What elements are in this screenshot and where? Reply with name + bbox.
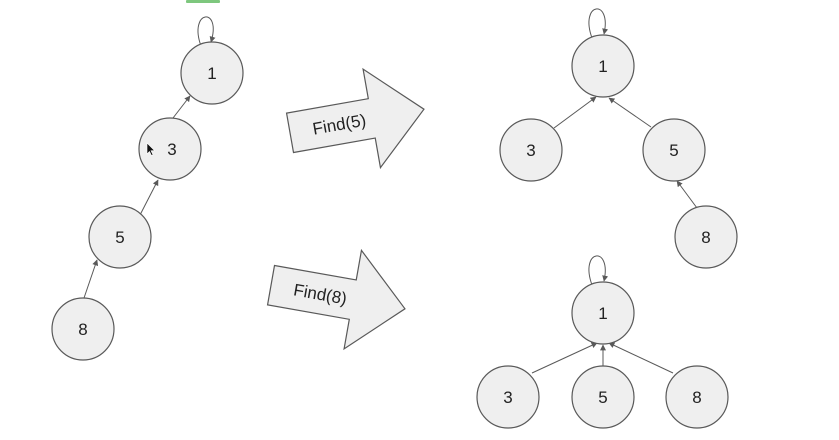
node-1: 1 — [180, 41, 244, 105]
node-label: 8 — [78, 320, 87, 339]
node-label: 1 — [207, 64, 216, 83]
node-label: 8 — [701, 228, 710, 247]
edge-8-to-5 — [83, 259, 99, 299]
node-3: 3 — [499, 118, 563, 182]
node-label: 5 — [669, 141, 678, 160]
edge-5-to-3 — [139, 179, 159, 216]
node-3: 3 — [476, 365, 540, 429]
node-5: 5 — [642, 118, 706, 182]
result-tree-find-8: 1 3 5 8 — [476, 255, 729, 429]
self-loop-edge — [588, 255, 609, 286]
self-loop-edge — [197, 16, 216, 47]
edge-8-to-5 — [676, 180, 698, 209]
node-label: 8 — [692, 388, 701, 407]
top-accent-tab — [186, 0, 220, 3]
left-tree: 1 3 5 8 — [51, 16, 244, 361]
node-8: 8 — [674, 205, 738, 269]
mouse-cursor-icon — [146, 142, 156, 156]
edge-5-to-1 — [608, 97, 652, 128]
node-label: 1 — [598, 57, 607, 76]
result-tree-find-5: 1 3 5 8 — [499, 8, 738, 269]
node-1: 1 — [571, 34, 635, 98]
edge-3-to-1 — [531, 342, 598, 374]
node-label: 5 — [598, 388, 607, 407]
edge-8-to-1 — [608, 342, 674, 374]
node-8: 8 — [665, 365, 729, 429]
node-label: 3 — [503, 388, 512, 407]
node-label: 3 — [167, 140, 176, 159]
self-loop-edge — [588, 8, 609, 39]
node-3: 3 — [138, 117, 202, 181]
node-1: 1 — [571, 281, 635, 345]
edge-3-to-1 — [172, 95, 191, 119]
arrow-find-5: Find(5) — [285, 67, 425, 170]
node-label: 5 — [115, 228, 124, 247]
arrow-find-8: Find(8) — [266, 248, 406, 351]
edge-3-to-1 — [553, 96, 597, 129]
node-label: 1 — [598, 304, 607, 323]
node-5: 5 — [88, 205, 152, 269]
node-5: 5 — [571, 365, 635, 429]
node-8: 8 — [51, 297, 115, 361]
node-label: 3 — [526, 141, 535, 160]
